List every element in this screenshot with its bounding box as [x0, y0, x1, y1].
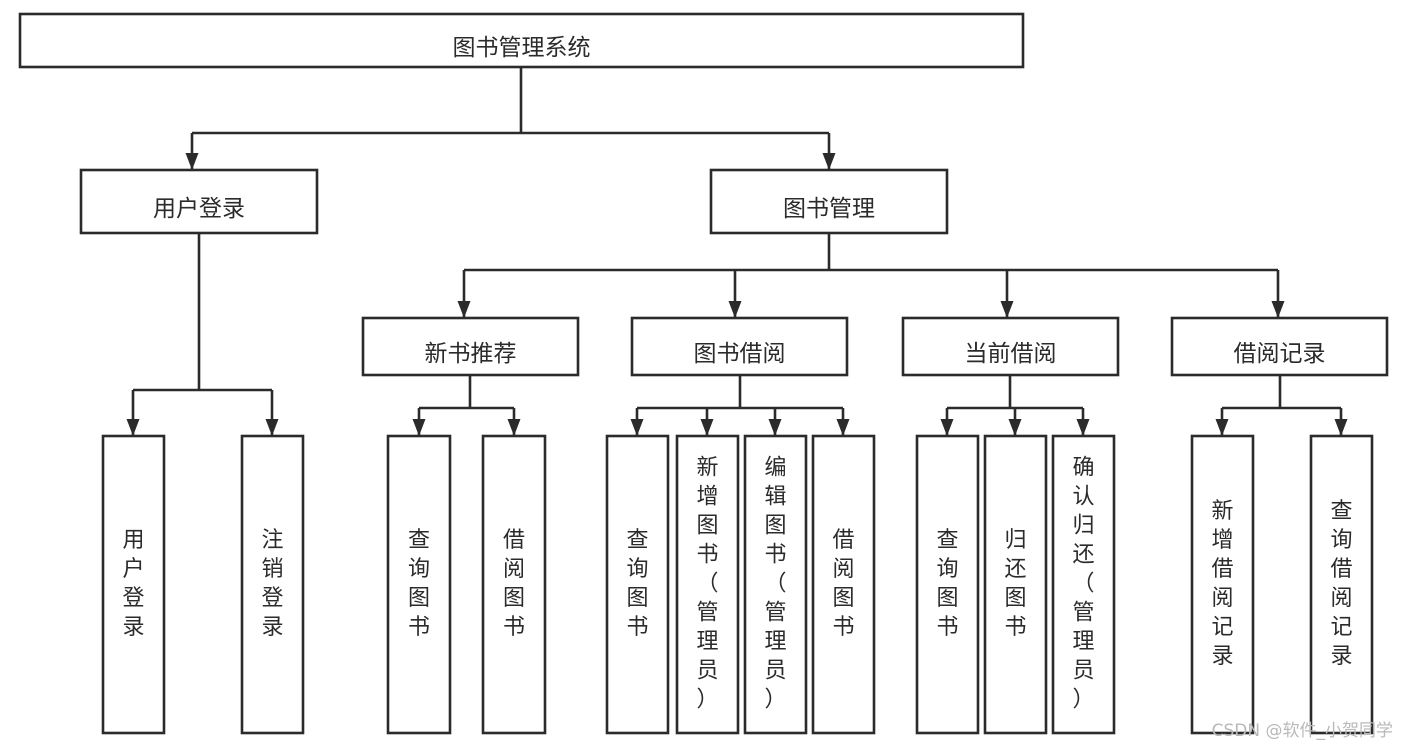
node-label: 新书推荐	[425, 341, 517, 367]
node-borrow-record[interactable]: 借阅记录	[1170, 316, 1389, 377]
node-leaf-user-login[interactable]: 用户登录	[101, 434, 166, 735]
node-leaf-br-query[interactable]: 查询借阅记录	[1309, 434, 1374, 735]
node-leaf-user-logout[interactable]: 注销登录	[240, 434, 305, 735]
node-label: 新增图书（管理员）	[696, 456, 718, 713]
connector-root-bus	[185, 67, 836, 170]
node-label: 归还图书	[1004, 528, 1026, 640]
node-leaf-cb-query[interactable]: 查询图书	[915, 434, 980, 735]
node-rect	[983, 434, 1048, 735]
node-rect	[18, 12, 1025, 69]
node-rect	[101, 434, 166, 735]
node-new-book-rec[interactable]: 新书推荐	[361, 316, 580, 377]
node-rect	[915, 434, 980, 735]
node-leaf-bb-borrow[interactable]: 借阅图书	[811, 434, 876, 735]
node-label: 借阅记录	[1234, 341, 1326, 367]
node-label: 编辑图书（管理员）	[764, 456, 786, 713]
node-leaf-rec-borrow[interactable]: 借阅图书	[481, 434, 547, 735]
node-rect	[743, 434, 808, 735]
node-rect	[361, 316, 580, 377]
node-rect	[79, 168, 319, 235]
node-book-manage[interactable]: 图书管理	[709, 168, 949, 235]
node-label: 新增借阅记录	[1211, 499, 1233, 669]
node-rect	[1309, 434, 1374, 735]
node-label: 用户登录	[153, 196, 245, 222]
node-label: 查询图书	[626, 528, 648, 640]
node-leaf-cb-confirm[interactable]: 确认归还（管理员）	[1051, 434, 1116, 735]
node-rect	[1190, 434, 1255, 735]
node-leaf-rec-query[interactable]: 查询图书	[386, 434, 452, 735]
node-label: 图书借阅	[694, 341, 786, 367]
node-label: 查询图书	[408, 528, 430, 640]
node-leaf-bb-query[interactable]: 查询图书	[605, 434, 670, 735]
node-leaf-br-add[interactable]: 新增借阅记录	[1190, 434, 1255, 735]
node-layer: 图书管理系统用户登录图书管理新书推荐图书借阅当前借阅借阅记录用户登录注销登录查询…	[18, 12, 1389, 735]
connector-book-borrow-bus	[630, 375, 850, 436]
connector-book-manage-bus	[457, 233, 1285, 318]
node-leaf-bb-add[interactable]: 新增图书（管理员）	[675, 434, 740, 735]
node-rect	[675, 434, 740, 735]
node-label: 确认归还（管理员）	[1072, 456, 1094, 713]
connector-borrow-record-bus	[1215, 375, 1348, 436]
node-rect	[811, 434, 876, 735]
node-book-borrow[interactable]: 图书借阅	[630, 316, 849, 377]
node-rect	[630, 316, 849, 377]
node-rect	[1170, 316, 1389, 377]
node-label: 借阅图书	[832, 528, 854, 640]
node-current-borrow[interactable]: 当前借阅	[901, 316, 1120, 377]
node-label: 查询借阅记录	[1330, 499, 1352, 669]
node-label: 图书管理系统	[453, 35, 591, 61]
node-rect	[240, 434, 305, 735]
node-user-login[interactable]: 用户登录	[79, 168, 319, 235]
node-label: 当前借阅	[965, 341, 1057, 367]
node-rect	[709, 168, 949, 235]
node-label: 图书管理	[783, 196, 875, 222]
node-label: 查询图书	[936, 528, 958, 640]
node-label: 借阅图书	[503, 528, 525, 640]
node-label: 注销登录	[261, 528, 283, 640]
node-rect	[1051, 434, 1116, 735]
node-rect	[605, 434, 670, 735]
node-leaf-bb-edit[interactable]: 编辑图书（管理员）	[743, 434, 808, 735]
connector-current-borrow-bus	[940, 375, 1090, 436]
connector-new-book-bus	[412, 375, 521, 436]
node-rect	[386, 434, 452, 735]
node-root[interactable]: 图书管理系统	[18, 12, 1025, 69]
node-label: 用户登录	[122, 528, 144, 640]
connector-layer	[126, 67, 1348, 436]
node-leaf-cb-return[interactable]: 归还图书	[983, 434, 1048, 735]
node-rect	[901, 316, 1120, 377]
connector-user-login-bus	[126, 233, 279, 436]
node-rect	[481, 434, 547, 735]
